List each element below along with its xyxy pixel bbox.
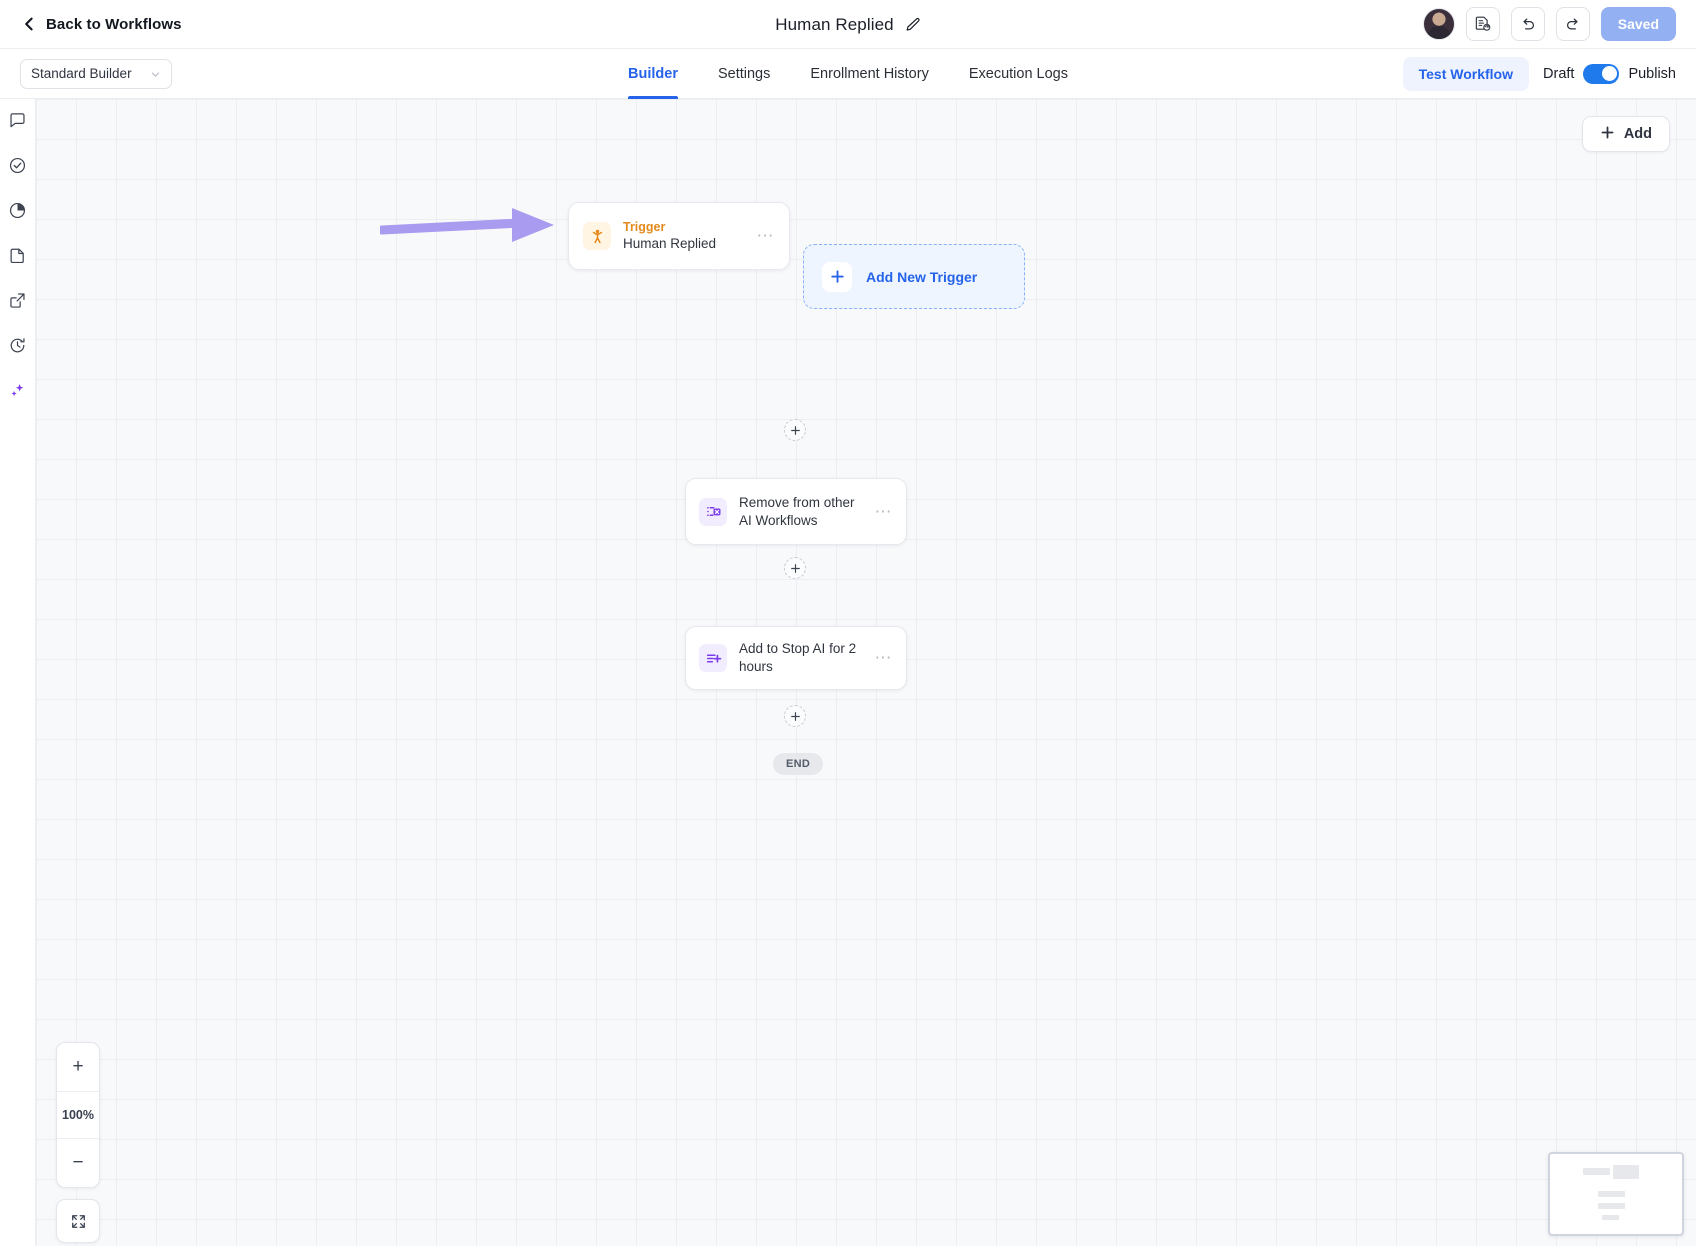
back-to-workflows-link[interactable]: Back to Workflows [22,16,182,33]
add-new-trigger-button[interactable]: Add New Trigger [803,244,1025,309]
node-trigger[interactable]: Trigger Human Replied ⋯ [568,202,790,270]
pie-chart-icon[interactable] [8,201,27,220]
node-trigger-kicker: Trigger [623,220,666,234]
sub-bar: Standard Builder Builder Settings Enroll… [0,49,1696,99]
node-trigger-text: Trigger Human Replied [623,219,745,253]
tab-builder[interactable]: Builder [628,49,678,99]
top-bar-actions: Saved [1422,7,1676,41]
external-link-icon[interactable] [8,291,27,310]
plus-icon [1600,125,1615,144]
zoom-level-label[interactable]: 100% [57,1091,99,1139]
sparkle-ai-icon[interactable] [8,381,27,400]
left-rail [0,99,36,1246]
builder-mode-select[interactable]: Standard Builder [20,58,172,89]
toggle-knob [1601,66,1617,81]
pencil-icon[interactable] [905,17,921,33]
node-add-to-stop-ai[interactable]: Add to Stop AI for 2 hours ⋯ [685,626,907,690]
minimap-node [1602,1215,1619,1220]
chevron-down-icon [150,68,161,79]
add-step-plus-3[interactable] [784,705,806,727]
connector-edges [36,99,336,249]
workflow-canvas[interactable]: Add [36,99,1696,1246]
test-workflow-button[interactable]: Test Workflow [1402,56,1530,91]
save-button[interactable]: Saved [1600,7,1676,41]
node-remove-title: Remove from other AI Workflows [739,494,855,528]
ellipsis-icon[interactable]: ⋯ [874,501,893,521]
add-step-plus-2[interactable] [784,557,806,579]
canvas-inner: Add [36,99,1696,1246]
chat-bubble-icon[interactable] [8,111,27,130]
add-button-label: Add [1623,126,1652,142]
tab-bar: Builder Settings Enrollment History Exec… [0,49,1696,99]
add-step-plus-1[interactable] [784,419,806,441]
body: Add [0,99,1696,1246]
zoom-in-button[interactable]: + [72,1056,84,1077]
tab-execution-logs[interactable]: Execution Logs [968,66,1068,82]
publish-label: Publish [1628,65,1676,82]
end-badge: END [773,753,824,775]
plus-icon [822,261,852,292]
clock-history-icon[interactable] [8,336,27,355]
fit-screen-icon[interactable] [56,1199,100,1243]
person-raised-arms-icon [583,222,611,250]
chevron-left-icon [22,17,36,31]
add-new-trigger-label: Add New Trigger [866,268,978,285]
tab-enrollment-history[interactable]: Enrollment History [810,66,929,82]
tab-settings[interactable]: Settings [717,66,771,82]
list-remove-icon [699,497,727,526]
redo-icon[interactable] [1555,7,1590,41]
minimap-node [1598,1191,1625,1197]
node-trigger-name: Human Replied [623,236,717,251]
minimap-node [1613,1165,1639,1179]
top-bar: Back to Workflows Human Replied [0,0,1696,49]
ellipsis-icon[interactable]: ⋯ [756,226,775,245]
publish-toggle-group: Draft Publish [1543,63,1676,84]
document-refresh-icon[interactable] [1465,7,1500,41]
builder-mode-value: Standard Builder [31,66,132,81]
undo-icon[interactable] [1510,7,1545,41]
ellipsis-icon[interactable]: ⋯ [874,648,893,667]
zoom-controls: + 100% − [56,1042,100,1188]
document-icon[interactable] [8,246,27,265]
back-to-workflows-label: Back to Workflows [46,15,182,33]
page-title: Human Replied [775,14,894,34]
avatar[interactable] [1422,8,1455,40]
node-remove-from-other-ai-workflows[interactable]: Remove from other AI Workflows ⋯ [685,478,907,545]
annotation-arrow [377,204,560,259]
zoom-out-button[interactable]: − [72,1152,84,1173]
minimap-node [1583,1168,1610,1175]
minimap-node [1598,1203,1625,1209]
publish-toggle[interactable] [1583,63,1620,84]
list-add-icon [699,644,727,672]
sub-bar-actions: Test Workflow Draft Publish [1402,56,1676,91]
node-stop-ai-title: Add to Stop AI for 2 hours [739,641,857,674]
check-circle-icon[interactable] [8,156,27,175]
draft-label: Draft [1543,65,1575,82]
add-button[interactable]: Add [1581,116,1670,152]
minimap[interactable] [1548,1152,1684,1236]
